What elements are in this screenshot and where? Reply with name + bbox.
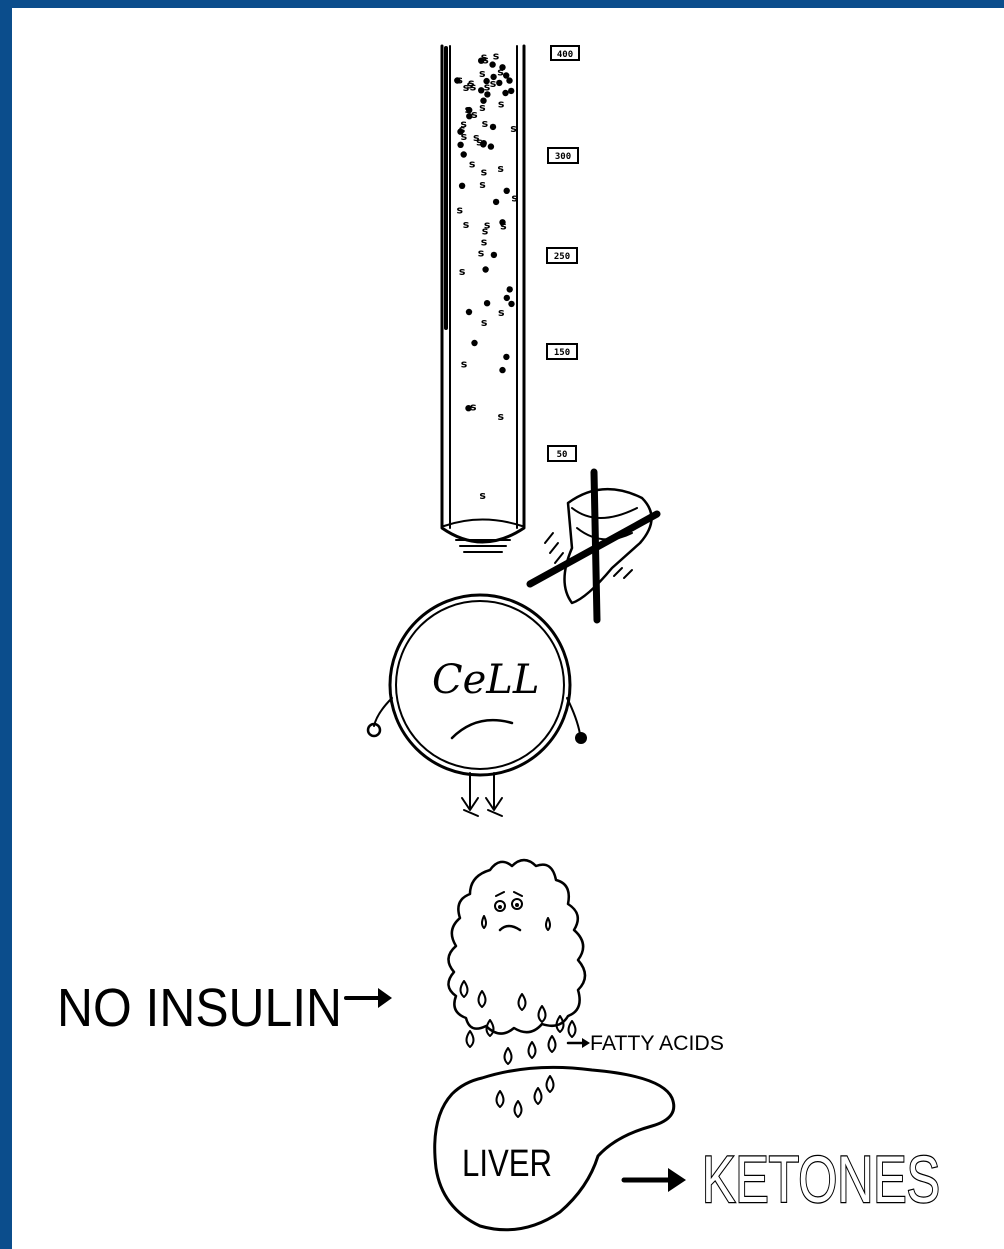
fatty-acid-droplet xyxy=(539,1006,546,1022)
scale-tick: 400 xyxy=(551,46,579,60)
sad-cell: CeLL xyxy=(368,595,587,816)
fatty-acid-droplet xyxy=(467,1031,474,1047)
glucose-particle xyxy=(478,87,484,93)
liver: LIVER xyxy=(435,1067,674,1229)
glucose-particle xyxy=(508,88,514,94)
fatty-acid-droplet xyxy=(529,1042,536,1058)
ketones-label: KETONES xyxy=(702,1142,940,1216)
glucose-particle xyxy=(457,142,463,148)
glucose-particle xyxy=(508,301,514,307)
glucose-particle xyxy=(503,354,509,360)
glucose-particle: s xyxy=(461,130,468,143)
slide-panel: ssssssssssssssssssssssssssssssssssssssss… xyxy=(12,8,1004,1249)
crossed-out-insulin-icon xyxy=(530,472,657,620)
fatty-acid-droplet xyxy=(479,991,486,1007)
glucose-particle xyxy=(504,188,510,194)
glucose-particle: s xyxy=(497,162,504,175)
glucose-particle: s xyxy=(478,246,485,259)
liver-label: LIVER xyxy=(462,1143,552,1185)
glucose-particle: s xyxy=(510,122,517,135)
glucose-particle: s xyxy=(498,306,505,319)
glucose-particle xyxy=(502,90,508,96)
glucose-particle: s xyxy=(469,158,476,171)
glucose-particle: s xyxy=(463,218,470,231)
glucose-scale: 400 300 250 150 50 xyxy=(547,46,579,461)
glucose-particle xyxy=(482,266,488,272)
scale-tick-label: 300 xyxy=(555,152,571,162)
glucose-particle: s xyxy=(479,489,486,502)
glucose-particle: s xyxy=(498,410,505,423)
scale-tick: 300 xyxy=(548,148,578,163)
glucose-particle xyxy=(490,124,496,130)
fatty-acid-droplets xyxy=(461,981,576,1117)
glucose-particle xyxy=(471,340,477,346)
glucose-particle xyxy=(466,309,472,315)
diagram: ssssssssssssssssssssssssssssssssssssssss… xyxy=(12,8,1004,1249)
scale-tick-label: 150 xyxy=(554,348,570,358)
fat-cell xyxy=(448,860,585,1117)
glucose-particle: s xyxy=(490,77,497,90)
glucose-particle: s xyxy=(461,357,468,370)
glucose-particle xyxy=(503,72,509,78)
right-arrow-icon xyxy=(568,1038,590,1048)
glucose-particle: s xyxy=(482,117,489,130)
test-tube: ssssssssssssssssssssssssssssssssssssssss… xyxy=(442,46,524,552)
glucose-particle xyxy=(484,300,490,306)
fatty-acid-droplet xyxy=(461,981,468,997)
fatty-acid-droplet xyxy=(569,1021,576,1037)
glucose-particle xyxy=(459,183,465,189)
fatty-acid-droplet xyxy=(547,1076,554,1092)
glucose-particle xyxy=(489,61,495,67)
right-arrow-icon xyxy=(624,1168,686,1192)
scale-tick: 150 xyxy=(547,344,577,359)
glucose-particle: s xyxy=(457,204,464,217)
glucose-particle xyxy=(504,295,510,301)
glucose-particle: s xyxy=(500,220,507,233)
fatty-acid-droplet xyxy=(519,994,526,1010)
glucose-particle: s xyxy=(498,97,505,110)
glucose-particle: s xyxy=(493,50,500,63)
glucose-particle: s xyxy=(479,101,486,114)
glucose-particle: s xyxy=(481,316,488,329)
glucose-particle xyxy=(465,405,471,411)
scale-tick-label: 400 xyxy=(557,50,573,60)
glucose-particle xyxy=(499,367,505,373)
glucose-particle xyxy=(499,64,505,70)
glucose-particle: s xyxy=(479,178,486,191)
no-insulin-label: NO INSULIN xyxy=(57,978,342,1038)
right-arrow-icon xyxy=(346,988,392,1008)
glucose-particle: s xyxy=(473,131,480,144)
glucose-particle xyxy=(493,199,499,205)
fatty-acid-droplet xyxy=(497,1091,504,1107)
cell-label: CeLL xyxy=(432,657,539,703)
glucose-particle: s xyxy=(482,54,489,67)
glucose-particle: s xyxy=(511,192,518,205)
scale-tick: 250 xyxy=(547,248,577,263)
glucose-particle xyxy=(496,80,502,86)
glucose-particle xyxy=(507,286,513,292)
scale-tick-label: 250 xyxy=(554,252,570,262)
glucose-particle: s xyxy=(459,265,466,278)
fatty-acids-label: FATTY ACIDS xyxy=(590,1032,724,1055)
glucose-particle: s xyxy=(468,77,475,90)
glucose-particle xyxy=(461,151,467,157)
glucose-particles: ssssssssssssssssssssssssssssssssssssssss… xyxy=(454,50,518,502)
fatty-acid-droplet xyxy=(505,1048,512,1064)
scale-tick: 50 xyxy=(548,446,576,461)
glucose-particle: s xyxy=(465,103,472,116)
fatty-acid-droplet xyxy=(515,1101,522,1117)
glucose-particle xyxy=(488,143,494,149)
fatty-acid-droplet xyxy=(549,1036,556,1052)
glucose-particle: s xyxy=(481,166,488,179)
fatty-acid-droplet xyxy=(535,1088,542,1104)
glucose-particle: s xyxy=(484,80,491,93)
glucose-particle: s xyxy=(471,108,478,121)
glucose-particle: s xyxy=(479,67,486,80)
glucose-particle xyxy=(491,252,497,258)
glucose-particle: s xyxy=(456,74,463,87)
scale-tick-label: 50 xyxy=(557,450,568,460)
